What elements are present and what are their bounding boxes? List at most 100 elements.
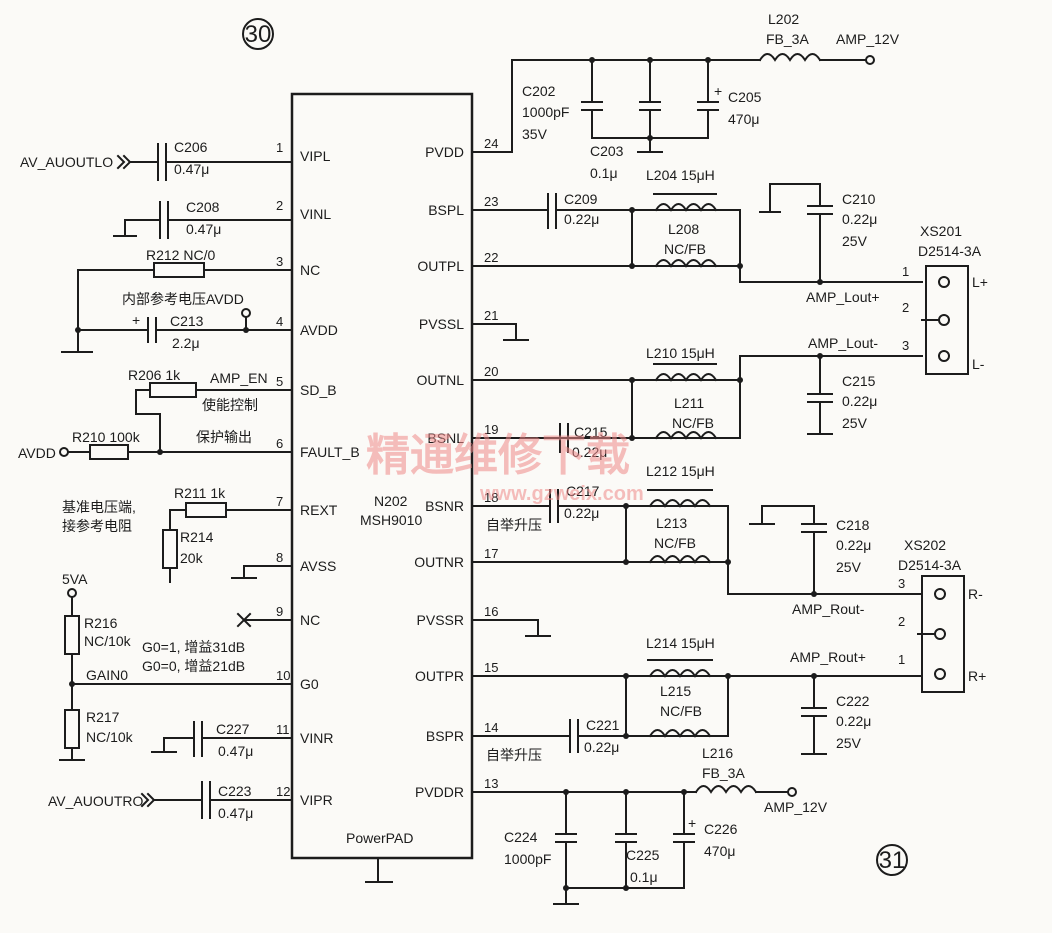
pin-number: 22 [484, 250, 498, 265]
pin-name: OUTNL [417, 372, 465, 388]
pin-number: 11 [276, 722, 290, 737]
net-label-avdd: AVDD [18, 445, 56, 461]
pin-number: 10 [276, 668, 290, 683]
c226-ref: C226 [704, 821, 738, 837]
annotation-bootstrap-2: 自举升压 [486, 747, 542, 763]
pin-number: 9 [276, 604, 283, 619]
annotation-enable: 使能控制 [202, 397, 258, 413]
c215b-ref: C215 [574, 424, 608, 440]
svg-text:30: 30 [245, 21, 272, 48]
c226-plus: + [688, 815, 696, 831]
c209-value: 0.22μ [564, 211, 599, 227]
pin-number: 17 [484, 546, 498, 561]
l212-label: L212 15μH [646, 463, 715, 479]
pin-number: 12 [276, 784, 290, 799]
c225-ref: C225 [626, 847, 660, 863]
pin-number: 19 [484, 422, 498, 437]
annotation-rext-1: 基准电压端, [62, 499, 136, 515]
pin-name: PVDD [425, 144, 464, 160]
pin-name: OUTPL [417, 258, 464, 274]
xs201-label-lplus: L+ [972, 274, 988, 290]
pin-name: FAULT_B [300, 444, 360, 460]
xs202-label-rminus: R- [968, 586, 983, 602]
c221-ref: C221 [586, 717, 620, 733]
pin-name: VIPL [300, 148, 331, 164]
pin-number: 1 [276, 140, 283, 155]
xs202-label-rplus: R+ [968, 668, 986, 684]
pin-number: 23 [484, 194, 498, 209]
c215a-value: 0.22μ [842, 393, 877, 409]
net-nc3: R212 NC/0 [77, 247, 293, 331]
pin-name: BSPR [426, 728, 464, 744]
c222-ref: C222 [836, 693, 870, 709]
pin-name: VIPR [300, 792, 333, 808]
pin-number: 14 [484, 720, 498, 735]
net-avdd: + C213 2.2μ 内部参考电压AVDD [61, 291, 293, 353]
net-label-lout-p: AMP_Lout+ [806, 289, 880, 305]
pin-number: 13 [484, 776, 498, 791]
l202-value: FB_3A [766, 31, 809, 47]
net-avss [231, 565, 293, 579]
ic-body [290, 92, 474, 860]
pin-name: SD_B [300, 382, 337, 398]
pin-number: 3 [276, 254, 283, 269]
pin-name: VINL [300, 206, 331, 222]
c209-ref: C209 [564, 191, 598, 207]
c205-ref: C205 [728, 89, 762, 105]
pin-number: 20 [484, 364, 498, 379]
c215a-voltage: 25V [842, 415, 868, 431]
ic-part: MSH9010 [360, 512, 422, 528]
net-vinl: C208 0.47μ [113, 199, 293, 239]
net-pvssr [471, 619, 551, 637]
pin-number: 18 [484, 490, 498, 505]
pin-name: NC [300, 612, 320, 628]
c208-ref: C208 [186, 199, 220, 215]
annotation-fault: 保护输出 [196, 429, 252, 445]
xs202-part: D2514-3A [898, 557, 962, 573]
pin-name: PVDDR [415, 784, 464, 800]
net-label-amp12v-top: AMP_12V [836, 31, 900, 47]
net-sd-b: R206 1k AMP_EN 使能控制 [128, 367, 293, 453]
net-pvddr: L216 FB_3A AMP_12V C224 1000pF C225 0.1μ… [471, 745, 828, 905]
c206-value: 0.47μ [174, 161, 209, 177]
xs201-part: D2514-3A [918, 243, 982, 259]
pin-number: 8 [276, 550, 283, 565]
r217-value: NC/10k [86, 729, 134, 745]
c205-value: 470μ [728, 111, 759, 127]
pin-name: BSNL [427, 430, 464, 446]
c213-plus: + [132, 312, 140, 328]
pin-name: OUTPR [415, 668, 464, 684]
pin-name: REXT [300, 502, 338, 518]
pin-number: 5 [276, 374, 283, 389]
xs201-label-lminus: L- [972, 356, 985, 372]
c217-value: 0.22μ [564, 505, 599, 521]
pin-number: 2 [276, 198, 283, 213]
c224-value: 1000pF [504, 851, 551, 867]
xs201-pin2: 2 [902, 300, 909, 315]
net-label-5va: 5VA [62, 571, 88, 587]
net-label-rout-n: AMP_Rout- [792, 601, 865, 617]
c217-ref: C217 [566, 483, 600, 499]
c223-value: 0.47μ [218, 805, 253, 821]
c213-value: 2.2μ [172, 335, 200, 351]
net-vipl: AV_AUOUTLO C206 0.47μ [20, 139, 293, 181]
l215-value: NC/FB [660, 703, 702, 719]
xs201-ref: XS201 [920, 223, 962, 239]
annotation-bootstrap-1: 自举升压 [486, 517, 542, 533]
net-vinr: C227 0.47μ [151, 721, 293, 759]
l216-value: FB_3A [702, 765, 745, 781]
r214-ref: R214 [180, 529, 214, 545]
pin-number: 6 [276, 436, 283, 451]
ic-ref: N202 [374, 493, 408, 509]
page-marker-top: 30 [242, 18, 274, 50]
